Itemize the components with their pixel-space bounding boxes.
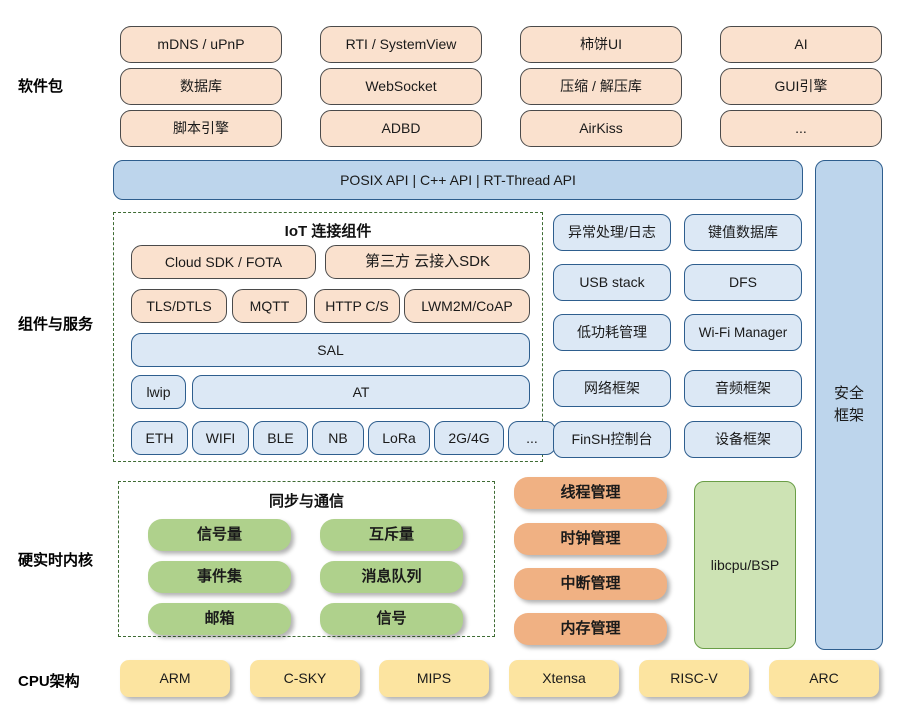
iot-box-at[interactable]: AT [192,375,530,409]
iot-link-box[interactable]: 2G/4G [434,421,504,455]
kernel-management-box[interactable]: 时钟管理 [514,523,667,555]
package-box[interactable]: ADBD [320,110,482,147]
kernel-sync-box[interactable]: 信号量 [148,519,291,551]
security-framework-box: 安全 框架 [815,160,883,650]
package-box[interactable]: AirKiss [520,110,682,147]
kernel-sync-box[interactable]: 信号 [320,603,463,635]
iot-box-http-cs[interactable]: HTTP C/S [314,289,400,323]
component-box[interactable]: DFS [684,264,802,301]
component-box[interactable]: 低功耗管理 [553,314,671,351]
cpu-arch-box[interactable]: RISC-V [639,660,749,697]
row-label-software-packages: 软件包 [18,78,64,95]
row-label-hard-realtime-kernel: 硬实时内核 [18,552,94,569]
row-label-cpu-architecture: CPU架构 [18,673,80,690]
iot-box-cloud-sdk-fota[interactable]: Cloud SDK / FOTA [131,245,316,279]
iot-link-box[interactable]: NB [312,421,364,455]
package-box[interactable]: ... [720,110,882,147]
component-box[interactable]: FinSH控制台 [553,421,671,458]
iot-link-box[interactable]: ETH [131,421,188,455]
iot-box-sal[interactable]: SAL [131,333,530,367]
component-box[interactable]: 异常处理/日志 [553,214,671,251]
package-box[interactable]: mDNS / uPnP [120,26,282,63]
kernel-sync-box[interactable]: 事件集 [148,561,291,593]
kernel-sync-box[interactable]: 邮箱 [148,603,291,635]
package-box[interactable]: 柿饼UI [520,26,682,63]
package-box[interactable]: RTI / SystemView [320,26,482,63]
package-box[interactable]: AI [720,26,882,63]
kernel-management-box[interactable]: 中断管理 [514,568,667,600]
iot-link-box[interactable]: WIFI [192,421,249,455]
package-box[interactable]: 脚本引擎 [120,110,282,147]
cpu-arch-box[interactable]: MIPS [379,660,489,697]
sync-comm-container [118,481,495,637]
cpu-arch-box[interactable]: Xtensa [509,660,619,697]
kernel-sync-box[interactable]: 消息队列 [320,561,463,593]
component-box[interactable]: USB stack [553,264,671,301]
iot-connection-title: IoT 连接组件 [284,223,372,240]
component-box[interactable]: 键值数据库 [684,214,802,251]
security-framework-label: 安全 框架 [833,385,864,424]
iot-connection-container [113,212,543,462]
iot-box-mqtt[interactable]: MQTT [232,289,307,323]
package-box[interactable]: GUI引擎 [720,68,882,105]
package-box[interactable]: 数据库 [120,68,282,105]
iot-link-box[interactable]: ... [508,421,556,455]
cpu-arch-box[interactable]: ARC [769,660,879,697]
kernel-management-box[interactable]: 线程管理 [514,477,667,509]
iot-box-lwm2m-coap[interactable]: LWM2M/CoAP [404,289,530,323]
sync-comm-title: 同步与通信 [268,493,344,510]
iot-link-box[interactable]: LoRa [368,421,430,455]
iot-link-box[interactable]: BLE [253,421,308,455]
row-label-components-services: 组件与服务 [18,316,94,333]
package-box[interactable]: WebSocket [320,68,482,105]
iot-box-lwip[interactable]: lwip [131,375,186,409]
component-box[interactable]: Wi-Fi Manager [684,314,802,351]
component-box[interactable]: 网络框架 [553,370,671,407]
cpu-arch-box[interactable]: ARM [120,660,230,697]
component-box[interactable]: 音频框架 [684,370,802,407]
package-box[interactable]: 压缩 / 解压库 [520,68,682,105]
cpu-arch-box[interactable]: C-SKY [250,660,360,697]
api-bar: POSIX API | C++ API | RT-Thread API [113,160,803,200]
iot-box-tls-dtls[interactable]: TLS/DTLS [131,289,227,323]
kernel-management-box[interactable]: 内存管理 [514,613,667,645]
libcpu-bsp-box[interactable]: libcpu/BSP [694,481,796,649]
kernel-sync-box[interactable]: 互斥量 [320,519,463,551]
component-box[interactable]: 设备框架 [684,421,802,458]
iot-box-third-party-cloud-sdk[interactable]: 第三方 云接入SDK [325,245,530,279]
